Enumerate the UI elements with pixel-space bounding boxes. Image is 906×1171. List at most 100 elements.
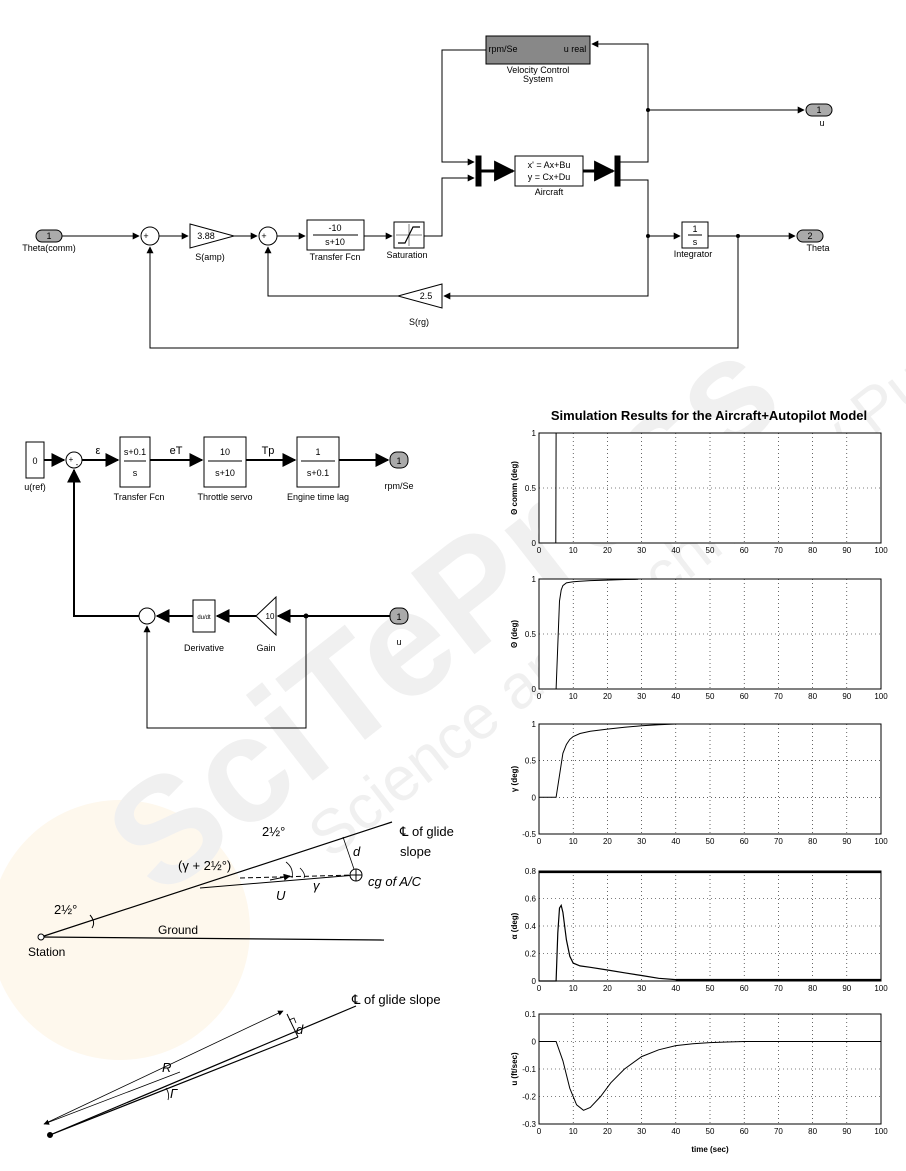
x-tick-label-1-7: 70 (774, 692, 783, 701)
glide-cg: cg of A/C (368, 874, 422, 889)
y-tick-label-3-3: 0.6 (525, 895, 537, 904)
outport-theta[interactable] (796, 229, 824, 243)
glide-labels: 2½° (γ + 2½°) ℄ of glide slope d U γ cg … (28, 824, 454, 1101)
vel-tf3-block[interactable] (296, 436, 340, 488)
glide-gamma-expr: (γ + 2½°) (178, 858, 231, 873)
x-tick-label-1-3: 30 (637, 692, 646, 701)
x-tick-label-3-10: 100 (874, 984, 888, 993)
sum2-sign: + (261, 231, 266, 241)
x-tick-label-2-2: 20 (603, 837, 612, 846)
rg-label: S(rg) (409, 317, 429, 327)
gain-s-rg[interactable] (396, 283, 443, 309)
x-tick-label-1-2: 20 (603, 692, 612, 701)
velocity-control-block[interactable] (485, 35, 591, 65)
y-tick-label-3-1: 0.2 (525, 950, 537, 959)
x-tick-label-4-9: 90 (842, 1127, 851, 1136)
x-tick-label-3-1: 10 (569, 984, 578, 993)
glide-cl-line2: slope (400, 844, 431, 859)
y-tick-label-0-1: 0.5 (525, 484, 537, 493)
velocity-in-port: rpm/Se (488, 44, 517, 54)
vel-tf2-label: Throttle servo (197, 492, 252, 502)
velocity-labels: 0 u(ref) + - ε eT Tp s+0.1 s Transfer Fc… (24, 445, 413, 653)
inport-theta-num: 1 (46, 231, 51, 241)
int-num: 1 (692, 224, 697, 234)
vel-sum2-block[interactable] (138, 607, 156, 625)
gain-s-amp[interactable] (189, 223, 236, 249)
x-tick-label-0-10: 100 (874, 546, 888, 555)
x-tick-label-0-6: 60 (740, 546, 749, 555)
vel-tf2-den: s+10 (215, 468, 235, 478)
x-tick-label-3-6: 60 (740, 984, 749, 993)
x-tick-label-2-10: 100 (874, 837, 888, 846)
vel-tf2-block[interactable] (203, 436, 247, 488)
x-axis-label: time (sec) (691, 1145, 729, 1154)
station-point-2 (47, 1132, 53, 1138)
x-tick-label-0-0: 0 (537, 546, 542, 555)
vel-in-label: u (396, 637, 401, 647)
series-line-2 (539, 723, 676, 798)
vel-gain-block[interactable] (255, 595, 277, 637)
glide-slope-figure (37, 821, 393, 1138)
mux-bar (475, 155, 482, 187)
vel-const-label: u(ref) (24, 482, 46, 492)
x-tick-label-3-2: 20 (603, 984, 612, 993)
x-tick-label-0-3: 30 (637, 546, 646, 555)
x-tick-label-1-4: 40 (671, 692, 680, 701)
tf-num: -10 (328, 223, 341, 233)
vel-sum-plus: + (69, 455, 74, 464)
station-point (37, 933, 45, 941)
x-tick-label-0-8: 80 (808, 546, 817, 555)
x-tick-label-0-2: 20 (603, 546, 612, 555)
glide-station: Station (28, 945, 65, 959)
y-tick-label-2-0: -0.5 (522, 830, 536, 839)
x-tick-label-4-0: 0 (537, 1127, 542, 1136)
int-den: s (693, 237, 698, 247)
vel-tf3-num: 1 (315, 447, 320, 457)
x-tick-label-1-5: 50 (706, 692, 715, 701)
y-axis-label-2: γ (deg) (510, 766, 519, 793)
outport-u-num: 1 (816, 105, 821, 115)
x-tick-label-0-7: 70 (774, 546, 783, 555)
vel-sum-minus: - (76, 460, 79, 469)
velocity-out-port: u real (564, 44, 587, 54)
vel-eps: ε (96, 445, 101, 457)
y-tick-label-2-2: 0.5 (525, 757, 537, 766)
vel-tf1-label: Transfer Fcn (114, 492, 165, 502)
ss-line-2: y = Cx+Du (528, 172, 571, 182)
x-tick-label-4-10: 100 (874, 1127, 888, 1136)
vel-tf1-block[interactable] (119, 436, 151, 488)
ground-line (40, 936, 385, 941)
int-label: Integrator (674, 249, 713, 259)
y-tick-label-1-0: 0 (532, 685, 537, 694)
y-tick-label-2-1: 0 (532, 793, 537, 802)
vel-const-val: 0 (32, 456, 37, 466)
x-tick-label-1-6: 60 (740, 692, 749, 701)
panel-frame-2 (538, 723, 882, 835)
demux-bar (614, 155, 621, 187)
x-tick-label-0-4: 40 (671, 546, 680, 555)
aircraft-ss-block[interactable] (514, 155, 584, 187)
x-tick-label-3-8: 80 (808, 984, 817, 993)
y-tick-label-1-2: 1 (532, 575, 537, 584)
glide-d2: d (296, 1022, 304, 1037)
x-tick-label-4-7: 70 (774, 1127, 783, 1136)
vel-outport[interactable] (389, 451, 409, 469)
glide-half-angle: 2½° (262, 824, 285, 839)
outport-u[interactable] (805, 103, 833, 117)
series-line-3 (539, 903, 881, 982)
autopilot-labels: rpm/Se u real Velocity Control System 1 … (22, 44, 829, 327)
outport-u-label: u (819, 118, 824, 128)
y-tick-label-4-1: -0.2 (522, 1093, 536, 1102)
vel-gain-label: Gain (256, 643, 275, 653)
y-tick-label-4-0: -0.3 (522, 1120, 536, 1129)
y-axis-label-0: Θ comm (deg) (510, 461, 519, 515)
x-tick-label-0-1: 10 (569, 546, 578, 555)
glide-gamma: γ (313, 878, 321, 893)
tf-den: s+10 (325, 237, 345, 247)
glide-R: R (162, 1060, 171, 1075)
x-tick-label-2-6: 60 (740, 837, 749, 846)
vel-tf3-label: Engine time lag (287, 492, 349, 502)
x-tick-label-2-8: 80 (808, 837, 817, 846)
glide-Gamma: Γ (170, 1086, 178, 1101)
